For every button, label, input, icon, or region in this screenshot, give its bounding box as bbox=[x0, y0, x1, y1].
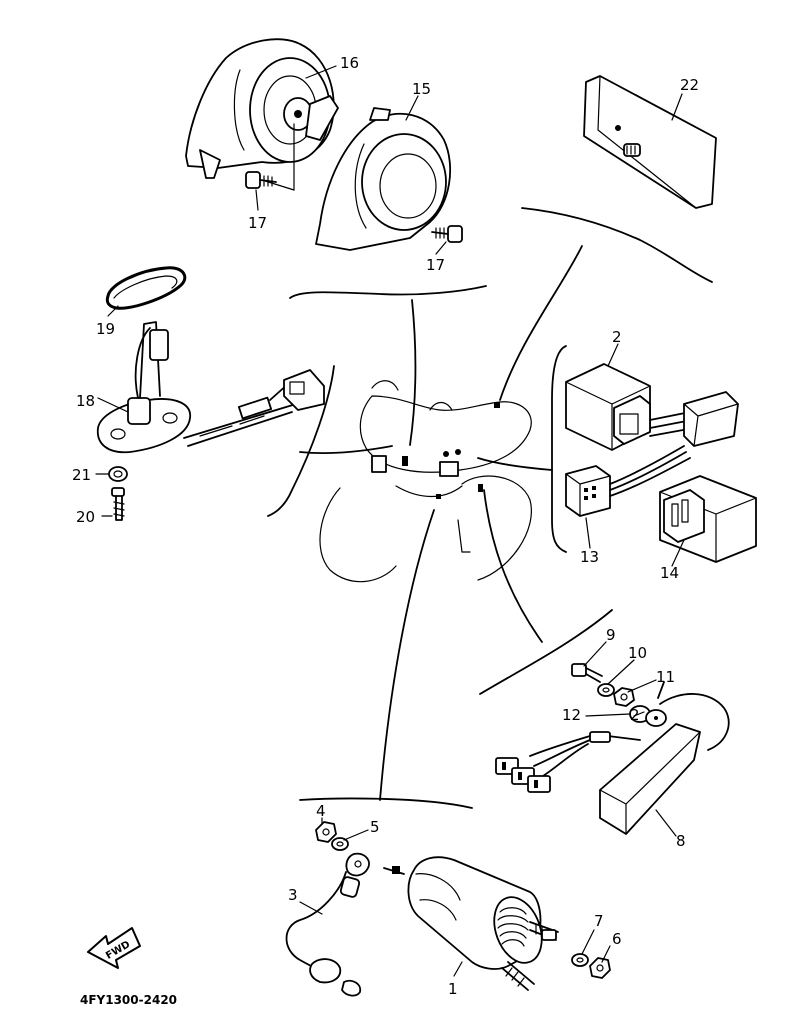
callout-22: 22 bbox=[680, 76, 699, 94]
callout-21: 21 bbox=[72, 466, 91, 484]
callout-15: 15 bbox=[412, 80, 431, 98]
callout-17b: 17 bbox=[426, 256, 445, 274]
lead-3 bbox=[285, 852, 370, 997]
callout-leaders bbox=[95, 65, 685, 977]
callout-5: 5 bbox=[370, 818, 380, 836]
screw-20 bbox=[111, 487, 125, 521]
callout-8: 8 bbox=[676, 832, 686, 850]
nut-4 bbox=[315, 821, 337, 843]
callout-9: 9 bbox=[606, 626, 616, 644]
nut-11 bbox=[613, 687, 635, 707]
rectifier-8 bbox=[495, 681, 730, 835]
reflector-22 bbox=[583, 75, 717, 209]
connector-13 bbox=[565, 445, 691, 517]
fuel-sender-18 bbox=[96, 321, 325, 454]
callout-18: 18 bbox=[76, 392, 95, 410]
horn-15 bbox=[315, 107, 451, 251]
washer-7 bbox=[571, 953, 589, 967]
callout-12: 12 bbox=[562, 706, 581, 724]
callout-16: 16 bbox=[340, 54, 359, 72]
callout-2a: 2 bbox=[612, 328, 622, 346]
callout-17a: 17 bbox=[248, 214, 267, 232]
callout-10: 10 bbox=[628, 644, 647, 662]
callout-19: 19 bbox=[96, 320, 115, 338]
fwd-arrow: FWD bbox=[87, 927, 141, 969]
callout-6: 6 bbox=[612, 930, 622, 948]
callout-13: 13 bbox=[580, 548, 599, 566]
washer-5 bbox=[331, 837, 349, 851]
callout-20: 20 bbox=[76, 508, 95, 526]
callout-14: 14 bbox=[660, 564, 679, 582]
gasket-19 bbox=[105, 266, 187, 310]
callout-4: 4 bbox=[316, 802, 326, 820]
bolt-17a bbox=[245, 171, 277, 189]
document-code: 4FY1300-2420 bbox=[80, 993, 177, 1007]
callout-2b: 2 bbox=[630, 706, 640, 724]
washer-21 bbox=[108, 466, 128, 482]
motorcycle-outline bbox=[319, 380, 532, 583]
group-brackets bbox=[267, 207, 713, 809]
screw-9 bbox=[571, 663, 603, 683]
horn-16 bbox=[185, 38, 339, 191]
callout-3: 3 bbox=[288, 886, 298, 904]
callout-7: 7 bbox=[594, 912, 604, 930]
relay-14 bbox=[659, 475, 757, 563]
callout-labels: 16 15 22 17 17 19 18 21 20 2 13 14 9 10 … bbox=[72, 54, 699, 998]
relay-2a bbox=[565, 363, 739, 451]
nut-6 bbox=[589, 957, 611, 979]
callout-11: 11 bbox=[656, 668, 675, 686]
callout-1: 1 bbox=[448, 980, 458, 998]
starter-relay-1 bbox=[383, 856, 559, 991]
bolt-17b bbox=[431, 225, 463, 243]
washer-10 bbox=[597, 683, 615, 697]
